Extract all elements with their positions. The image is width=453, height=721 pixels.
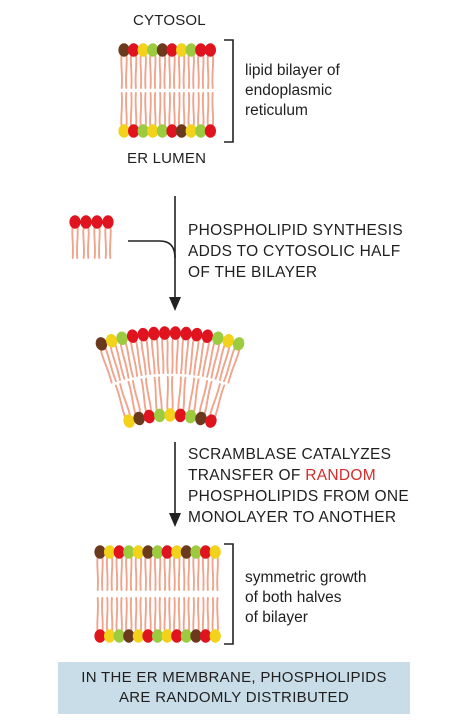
phospholipid-head-red xyxy=(148,326,161,375)
phospholipid-head-red xyxy=(195,43,207,89)
phospholipid-head-brown xyxy=(127,379,145,426)
phospholipid-head-brown xyxy=(142,545,154,591)
phospholipid-head-red xyxy=(171,597,183,643)
arrow-synthesis xyxy=(128,196,181,311)
phospholipid-head-green xyxy=(123,545,135,591)
phospholipid-head-red xyxy=(91,215,103,259)
step-synthesis-text: PHOSPHOLIPID SYNTHESIS ADDS TO CYTOSOLIC… xyxy=(188,222,404,281)
phospholipid-head-red xyxy=(69,215,81,259)
phospholipid-head-red xyxy=(205,383,226,428)
phospholipid-head-red xyxy=(80,215,92,259)
bracket-bottom-text: symmetric growth of both halves of bilay… xyxy=(245,569,367,626)
phospholipid-head-red xyxy=(188,327,203,376)
phospholipid-head-red xyxy=(137,327,152,376)
arrow-scramblase xyxy=(169,442,181,527)
phospholipid-head-red xyxy=(179,326,192,375)
phospholipid-head-brown xyxy=(195,379,213,426)
phospholipid-head-yellow xyxy=(104,597,116,643)
new-phospholipids xyxy=(69,215,114,259)
cytosol-label: CYTOSOL xyxy=(133,12,206,29)
phospholipid-head-red xyxy=(161,545,173,591)
phospholipid-head-red xyxy=(128,43,140,89)
er-lumen-label: ER LUMEN xyxy=(127,150,207,167)
phospholipid-head-yellow xyxy=(176,43,188,89)
phospholipid-head-yellow xyxy=(171,545,183,591)
step-scramblase-text: SCRAMBLASE CATALYZES TRANSFER OF RANDOM … xyxy=(188,446,410,526)
random-highlight: RANDOM xyxy=(305,467,376,484)
phospholipid-head-brown xyxy=(190,597,202,643)
phospholipid-head-green xyxy=(185,377,200,424)
phospholipid-head-yellow xyxy=(214,334,235,381)
conclusion-banner: IN THE ER MEMBRANE, PHOSPHOLIPIDS ARE RA… xyxy=(58,662,410,714)
bracket-top-text: lipid bilayer of endoplasmic reticulum xyxy=(245,62,340,119)
phospholipid-head-red xyxy=(94,597,106,643)
phospholipid-head-red xyxy=(102,215,114,259)
phospholipid-head-brown xyxy=(176,92,188,138)
phospholipid-head-brown xyxy=(95,337,117,384)
phospholipid-head-green xyxy=(156,92,168,138)
phospholipid-head-red xyxy=(159,326,171,375)
phospholipid-head-yellow xyxy=(114,383,135,428)
phospholipid-head-green xyxy=(223,337,245,384)
phospholipid-head-yellow xyxy=(209,545,221,591)
phospholipid-head-green xyxy=(195,92,207,138)
phospholipid-head-green xyxy=(206,331,224,379)
phospholipid-head-brown xyxy=(94,545,106,591)
phospholipid-head-red xyxy=(128,92,140,138)
bracket-bottom xyxy=(224,543,234,645)
phospholipid-head-green xyxy=(153,376,166,423)
phospholipid-head-red xyxy=(166,43,178,89)
er-lipid-bilayer-symmetric xyxy=(94,545,221,643)
phospholipid-head-yellow xyxy=(105,334,126,381)
phospholipid-head-brown xyxy=(123,597,135,643)
phospholipid-head-green xyxy=(137,92,149,138)
phospholipid-head-green xyxy=(152,545,164,591)
phospholipid-head-red xyxy=(174,376,187,423)
phospholipid-head-green xyxy=(180,597,192,643)
phospholipid-head-yellow xyxy=(104,545,116,591)
phospholipid-head-yellow xyxy=(132,545,144,591)
phospholipid-head-green xyxy=(152,597,164,643)
phospholipid-head-red xyxy=(126,329,143,377)
phospholipid-head-yellow xyxy=(137,43,149,89)
phospholipid-head-brown xyxy=(180,545,192,591)
phospholipid-head-brown xyxy=(118,43,130,89)
er-lipid-bilayer-asymmetric xyxy=(95,326,245,428)
phospholipid-head-yellow xyxy=(118,92,130,138)
phospholipid-head-green xyxy=(113,597,125,643)
phospholipid-head-yellow xyxy=(209,597,221,643)
phospholipid-head-green xyxy=(185,43,197,89)
phospholipid-head-yellow xyxy=(161,597,173,643)
phospholipid-head-brown xyxy=(156,43,168,89)
phospholipid-head-red xyxy=(204,92,216,138)
phospholipid-head-yellow xyxy=(185,92,197,138)
phospholipid-head-red xyxy=(113,545,125,591)
phospholipid-head-green xyxy=(190,545,202,591)
phospholipid-head-red xyxy=(200,597,212,643)
er-lipid-bilayer-initial xyxy=(118,43,216,138)
bracket-top xyxy=(224,39,234,143)
phospholipid-head-red xyxy=(166,92,178,138)
phospholipid-head-green xyxy=(116,331,134,379)
phospholipid-head-red xyxy=(142,597,154,643)
phospholipid-head-yellow xyxy=(147,92,159,138)
phospholipid-head-red xyxy=(169,326,181,375)
phospholipid-head-red xyxy=(197,329,214,377)
phospholipid-head-yellow xyxy=(164,376,176,422)
phospholipid-head-green xyxy=(147,43,159,89)
phospholipid-head-yellow xyxy=(132,597,144,643)
phospholipid-head-red xyxy=(204,43,216,89)
phospholipid-head-red xyxy=(200,545,212,591)
phospholipid-head-red xyxy=(140,377,155,424)
